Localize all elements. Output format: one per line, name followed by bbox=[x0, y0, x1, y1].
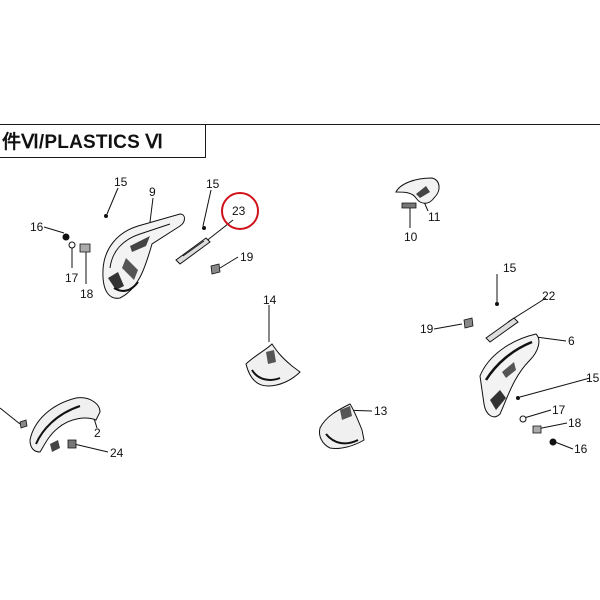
part-24-clip bbox=[67, 439, 77, 449]
callout-15-right: 15 bbox=[586, 371, 600, 385]
leader-15a bbox=[106, 187, 119, 215]
part-11-cover bbox=[395, 177, 440, 204]
leader-19a bbox=[219, 256, 239, 269]
leader-15d bbox=[519, 377, 591, 398]
part-13-lower-cover bbox=[319, 403, 365, 449]
bolt-16b bbox=[549, 438, 557, 446]
grommet-18a bbox=[79, 243, 91, 253]
part-6-right-cowl bbox=[479, 333, 540, 418]
header-rule bbox=[0, 124, 600, 125]
clip-left-edge bbox=[19, 419, 28, 429]
screw-15d bbox=[516, 396, 520, 400]
section-title: 件Ⅵ/PLASTICS Ⅵ bbox=[2, 132, 164, 153]
leader-16b bbox=[554, 441, 574, 450]
callout-2: 2 bbox=[94, 426, 101, 440]
part-19-clip-left bbox=[210, 263, 221, 275]
callout-16-right: 16 bbox=[574, 442, 588, 456]
part-19-clip-right bbox=[463, 317, 474, 329]
callout-23: 23 bbox=[232, 204, 246, 218]
screw-15c bbox=[495, 302, 499, 306]
callout-19-left: 19 bbox=[240, 250, 254, 264]
section-title-box: 件Ⅵ/PLASTICS Ⅵ bbox=[0, 124, 206, 158]
callout-17-right: 17 bbox=[552, 403, 566, 417]
callout-10: 10 bbox=[404, 230, 418, 244]
callout-15-top-mid: 15 bbox=[206, 177, 220, 191]
highlight-ring bbox=[221, 192, 259, 230]
leader-19b bbox=[433, 323, 463, 330]
part-9-cowl bbox=[102, 213, 206, 299]
leader-15b bbox=[202, 189, 212, 227]
leader-16a bbox=[43, 226, 65, 234]
part-2-lower-frame bbox=[29, 397, 101, 453]
callout-13: 13 bbox=[374, 404, 388, 418]
callout-14: 14 bbox=[263, 293, 277, 307]
leader-17b bbox=[523, 409, 552, 419]
part-23-bracket bbox=[175, 237, 211, 265]
callout-24: 24 bbox=[110, 446, 124, 460]
bolt-16a bbox=[62, 233, 70, 241]
washer-17b bbox=[519, 415, 527, 423]
part-14-center-cover bbox=[245, 343, 301, 387]
callout-15-top-left: 15 bbox=[114, 175, 128, 189]
callout-11: 11 bbox=[428, 210, 441, 224]
part-10-strip bbox=[401, 202, 417, 209]
screw-15b bbox=[202, 226, 206, 230]
screw-15a bbox=[104, 214, 108, 218]
leader-24 bbox=[73, 443, 109, 453]
callout-15-right-top: 15 bbox=[503, 261, 517, 275]
washer-17a bbox=[68, 241, 76, 249]
callout-18-right: 18 bbox=[568, 416, 582, 430]
leader-9 bbox=[149, 197, 154, 223]
callout-9: 9 bbox=[149, 185, 156, 199]
leader-left bbox=[0, 407, 21, 425]
grommet-18b bbox=[532, 425, 542, 434]
callout-17-left: 17 bbox=[65, 271, 79, 285]
leader-6 bbox=[535, 336, 567, 342]
callout-19-right: 19 bbox=[420, 322, 434, 336]
callout-18-left: 18 bbox=[80, 287, 94, 301]
leader-18b bbox=[536, 422, 568, 430]
part-22-bracket bbox=[485, 302, 519, 343]
callout-16-left: 16 bbox=[30, 220, 44, 234]
callout-6: 6 bbox=[568, 334, 575, 348]
callout-22: 22 bbox=[542, 289, 556, 303]
